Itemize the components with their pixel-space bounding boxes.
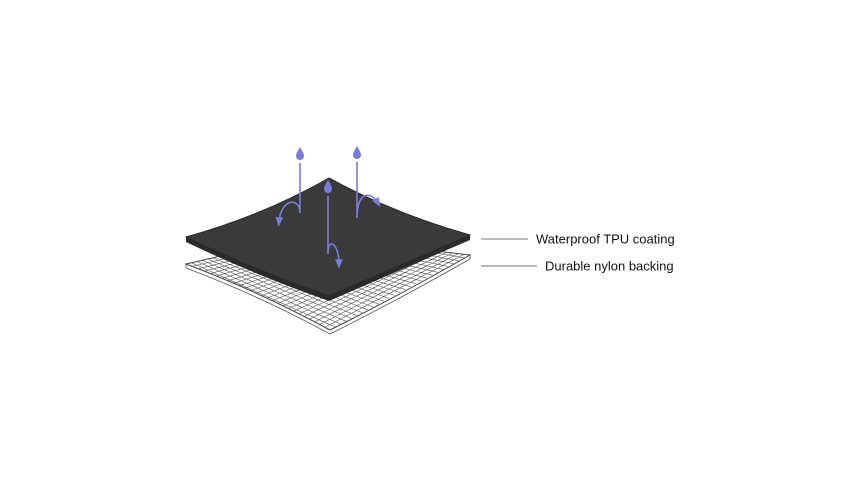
water-drop-center <box>324 180 343 269</box>
label-tpu-coating: Waterproof TPU coating <box>536 232 675 247</box>
water-drop-right <box>353 146 381 219</box>
grid-line <box>313 252 454 323</box>
grid-line <box>324 253 465 328</box>
callout-nylon-backing: Durable nylon backing <box>481 259 674 274</box>
deflect-arrow-icon <box>327 196 343 269</box>
water-drop-icon <box>324 180 332 193</box>
deflect-arrow-icon <box>275 163 301 227</box>
label-nylon-backing: Durable nylon backing <box>545 259 674 274</box>
water-drop-icon <box>296 147 304 160</box>
grid-line <box>318 252 460 326</box>
deflect-arrow-icon <box>356 162 381 219</box>
water-drop-icon <box>353 146 361 159</box>
water-drop-left <box>275 147 304 227</box>
grid-line <box>307 251 449 321</box>
water-flow-indicators <box>275 146 381 269</box>
callout-tpu-coating: Waterproof TPU coating <box>481 232 675 247</box>
